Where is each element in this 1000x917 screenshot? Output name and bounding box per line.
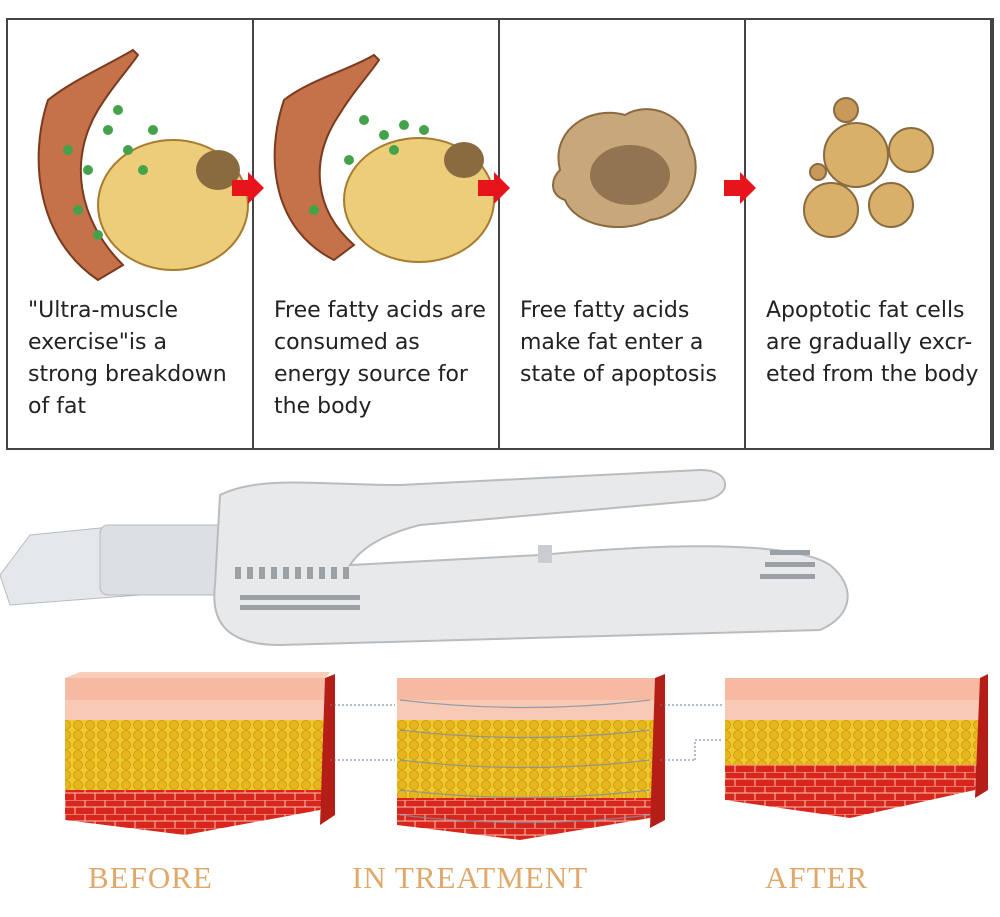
panel-excretion: Apoptotic fat cells are gradually excr- … [746,20,992,448]
panel-caption: Free fatty acids make fat enter a state … [520,298,717,387]
tissue-before [65,672,335,835]
process-panels: "Ultra-muscle exercise"is a strong break… [6,18,994,450]
comparison-guide-lines [330,704,722,761]
panel-caption: "Ultra-muscle exercise"is a strong break… [28,298,227,419]
arrow-right-icon [232,172,264,204]
tissue-stages [65,672,988,840]
panel-muscle-exercise: "Ultra-muscle exercise"is a strong break… [8,20,254,448]
arrow-right-icon [478,172,510,204]
ems-handpiece-device [0,468,849,647]
tissue-after [725,674,988,818]
excreted-cells-illustration [803,97,934,238]
panel-caption: Apoptotic fat cells are gradually excr- … [766,298,979,387]
panel-apoptosis: Free fatty acids make fat enter a state … [500,20,746,448]
label-after: AFTER [765,860,869,895]
label-in-treatment: IN TREATMENT [352,860,589,895]
fatty-acid-illustration [273,53,495,263]
tissue-in-treatment [397,674,665,840]
label-before: BEFORE [88,860,213,895]
muscle-fat-illustration [37,48,249,282]
arrow-right-icon [724,172,756,204]
panel-fatty-acids-consumed: Free fatty acids are consumed as energy … [254,20,500,448]
panel-caption: Free fatty acids are consumed as energy … [274,298,486,419]
apoptotic-cell-illustration [552,108,697,228]
